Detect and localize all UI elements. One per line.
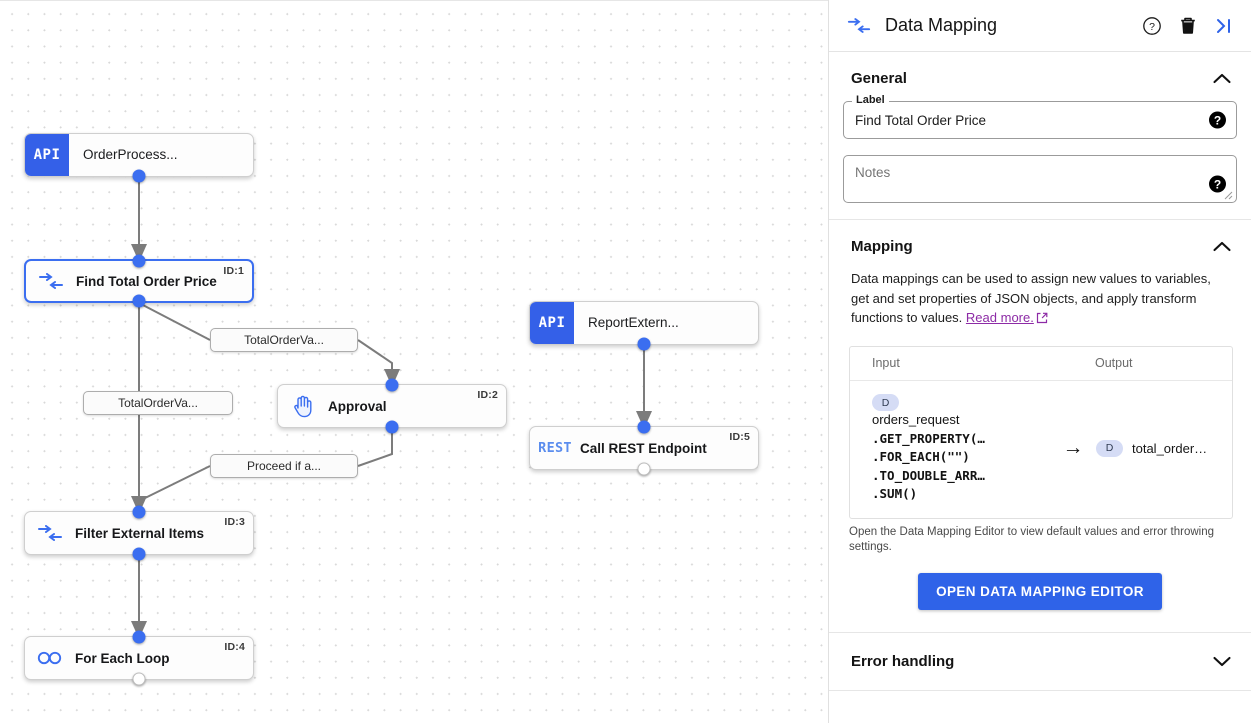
panel-header-actions: ? bbox=[1141, 15, 1235, 37]
mapping-description: Data mappings can be used to assign new … bbox=[843, 269, 1237, 330]
hand-icon bbox=[278, 394, 328, 418]
node-output-port[interactable] bbox=[132, 547, 146, 561]
mapping-table: Input Output D orders_request .GET_PROPE… bbox=[849, 345, 1233, 519]
flow-node-call-rest-endpoint[interactable]: REST Call REST Endpoint ID:5 bbox=[529, 420, 759, 476]
flow-node-approval[interactable]: Approval ID:2 bbox=[277, 378, 507, 434]
mapping-table-hint: Open the Data Mapping Editor to view def… bbox=[849, 525, 1215, 553]
node-input-port[interactable] bbox=[637, 420, 651, 434]
help-icon[interactable]: ? bbox=[1141, 15, 1163, 37]
flow-node-find-total-order-price[interactable]: Find Total Order Price ID:1 bbox=[24, 254, 254, 308]
mapping-col-input: Input bbox=[872, 356, 900, 370]
label-help-icon[interactable]: ? bbox=[1209, 111, 1226, 129]
flow-node-for-each-loop[interactable]: For Each Loop ID:4 bbox=[24, 630, 254, 686]
flow-node-title: Filter External Items bbox=[75, 525, 205, 541]
general-section-title: General bbox=[851, 70, 907, 87]
flow-node-id-label: ID:2 bbox=[477, 389, 498, 401]
edge-label[interactable]: Proceed if a... bbox=[210, 454, 358, 478]
mapping-section: Mapping Data mappings can be used to ass… bbox=[829, 220, 1251, 632]
api-badge-icon: API bbox=[530, 302, 574, 344]
open-data-mapping-editor-button[interactable]: OPEN DATA MAPPING EDITOR bbox=[918, 572, 1162, 610]
edge-label[interactable]: TotalOrderVa... bbox=[210, 328, 358, 352]
flow-node-title: Call REST Endpoint bbox=[580, 440, 707, 456]
error-handling-section-header[interactable]: Error handling bbox=[843, 633, 1237, 690]
output-variable-name: total_order… bbox=[1132, 440, 1208, 456]
node-input-port[interactable] bbox=[132, 630, 146, 644]
infinity-loop-icon bbox=[25, 650, 75, 666]
flow-node-title: OrderProcess... bbox=[83, 147, 178, 162]
flow-node-id-label: ID:1 bbox=[223, 265, 244, 277]
input-variable-name: orders_request bbox=[872, 412, 960, 427]
chevron-up-icon[interactable] bbox=[1213, 241, 1237, 252]
label-field-legend: Label bbox=[852, 94, 889, 106]
flow-node-orderprocess[interactable]: API OrderProcess... bbox=[24, 133, 254, 183]
flow-node-title: Approval bbox=[328, 398, 387, 414]
flow-node-title: Find Total Order Price bbox=[76, 273, 217, 289]
input-expr-line: .FOR_EACH("") bbox=[872, 449, 970, 464]
resize-grip-icon[interactable] bbox=[1224, 191, 1233, 200]
flow-node-id-label: ID:4 bbox=[224, 641, 245, 653]
svg-text:?: ? bbox=[1149, 21, 1155, 33]
external-link-icon[interactable] bbox=[1036, 310, 1048, 330]
data-mapping-icon bbox=[25, 525, 75, 541]
edge-connections-layer bbox=[131, 177, 652, 639]
general-section-header[interactable]: General bbox=[843, 52, 1237, 101]
node-input-port[interactable] bbox=[385, 378, 399, 392]
flow-node-id-label: ID:3 bbox=[224, 516, 245, 528]
edge-label[interactable]: TotalOrderVa... bbox=[83, 391, 233, 415]
mapping-col-output: Output bbox=[1095, 356, 1133, 370]
general-section: General Label ? ? bbox=[829, 52, 1251, 219]
node-output-port[interactable] bbox=[637, 337, 651, 351]
mapping-section-header[interactable]: Mapping bbox=[843, 220, 1237, 269]
mapping-input-cell: D orders_request .GET_PROPERTY(… .FOR_EA… bbox=[850, 393, 1050, 504]
flow-node-filter-external-items[interactable]: Filter External Items ID:3 bbox=[24, 505, 254, 561]
flow-node-id-label: ID:5 bbox=[729, 431, 750, 443]
properties-panel: Data Mapping ? General bbox=[828, 0, 1251, 723]
notes-help-icon[interactable]: ? bbox=[1209, 175, 1226, 193]
notes-field[interactable]: ? bbox=[843, 155, 1237, 203]
output-type-chip: D bbox=[1096, 439, 1123, 457]
mapping-table-row[interactable]: D orders_request .GET_PROPERTY(… .FOR_EA… bbox=[850, 381, 1232, 518]
api-badge-icon: API bbox=[25, 134, 69, 176]
input-expr-line: .GET_PROPERTY(… bbox=[872, 430, 985, 446]
error-handling-section: Error handling bbox=[829, 632, 1251, 690]
node-input-port[interactable] bbox=[132, 254, 146, 268]
read-more-link[interactable]: Read more. bbox=[965, 310, 1034, 325]
node-output-port[interactable] bbox=[385, 420, 399, 434]
node-input-port[interactable] bbox=[132, 505, 146, 519]
section-divider bbox=[829, 631, 1251, 633]
delete-icon[interactable] bbox=[1177, 15, 1199, 37]
rest-icon: REST bbox=[538, 440, 572, 456]
flow-node-reportextern[interactable]: API ReportExtern... bbox=[529, 301, 759, 351]
mapping-table-header-row: Input Output bbox=[850, 347, 1232, 381]
input-type-chip: D bbox=[872, 394, 899, 411]
mapping-section-title: Mapping bbox=[851, 238, 913, 255]
label-field[interactable]: Label ? bbox=[843, 94, 1237, 139]
mapping-description-text: Data mappings can be used to assign new … bbox=[851, 271, 1211, 325]
chevron-down-icon[interactable] bbox=[1213, 656, 1237, 667]
collapse-panel-icon[interactable] bbox=[1213, 15, 1235, 37]
data-mapping-icon bbox=[847, 18, 871, 33]
flow-canvas[interactable]: API OrderProcess... Find Total Order Pri… bbox=[0, 0, 828, 723]
mapping-output-cell: D total_order… bbox=[1096, 439, 1232, 457]
flow-node-title: ReportExtern... bbox=[588, 315, 679, 330]
section-divider bbox=[829, 689, 1251, 691]
mapping-input-expression: orders_request .GET_PROPERTY(… .FOR_EACH… bbox=[872, 411, 1050, 504]
panel-title: Data Mapping bbox=[885, 15, 998, 35]
input-expr-line: .TO_DOUBLE_ARR… bbox=[872, 467, 985, 483]
node-output-port[interactable] bbox=[132, 294, 146, 308]
input-expr-line: .SUM() bbox=[872, 486, 918, 501]
node-output-port[interactable] bbox=[637, 462, 651, 476]
panel-header: Data Mapping ? bbox=[829, 0, 1251, 52]
mapping-arrow-icon: → bbox=[1062, 436, 1084, 459]
node-output-port[interactable] bbox=[132, 169, 146, 183]
error-handling-section-title: Error handling bbox=[851, 652, 955, 670]
label-input[interactable] bbox=[855, 112, 1196, 128]
data-mapping-icon bbox=[26, 273, 76, 289]
section-divider bbox=[829, 219, 1251, 220]
flow-node-title: For Each Loop bbox=[75, 650, 170, 666]
notes-input[interactable] bbox=[855, 165, 1196, 195]
node-output-port[interactable] bbox=[132, 672, 146, 686]
chevron-up-icon[interactable] bbox=[1213, 73, 1237, 84]
